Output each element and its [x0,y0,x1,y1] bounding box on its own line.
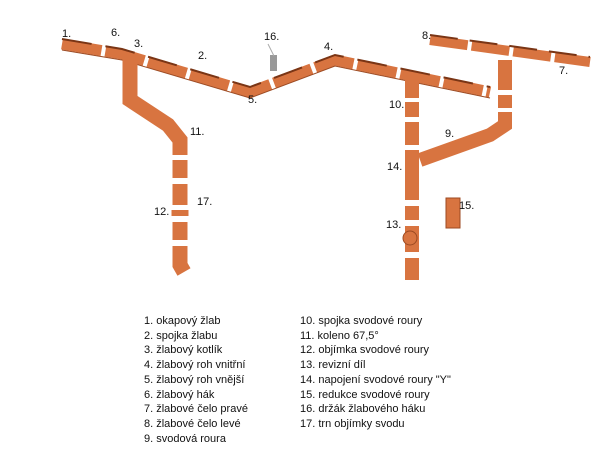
legend-item: 12. objímka svodové roury [300,344,430,357]
callout-7: 7. [559,65,569,77]
callout-13: 13. [386,219,402,231]
legend-item: 2. spojka žlabu [144,329,218,342]
hook-holder [270,55,277,71]
callout-3: 3. [134,38,144,50]
downpipe-left [122,58,191,276]
downpipe-reducer [445,197,461,229]
callout-9: 9. [445,128,455,140]
legend-item: 5. žlabový roh vnější [144,373,245,386]
callout-14: 14. [387,161,403,173]
callout-10: 10. [389,99,405,111]
legend-item: 17. trn objímky svodu [300,417,405,430]
callout-17: 17. [197,196,213,208]
legend-item: 4. žlabový roh vnitřní [144,359,246,372]
callout-12: 12. [154,206,170,218]
callout-11: 11. [190,126,205,138]
callout-8: 8. [422,30,432,42]
callout-2: 2. [198,50,208,62]
legend-item: 14. napojení svodové roury "Y" [300,373,451,386]
legend-item: 10. spojka svodové roury [300,315,423,327]
legend-item: 6. žlabový hák [144,388,215,401]
callout-1: 1. [62,28,72,40]
legend-item: 1. okapový žlab [144,315,221,327]
legend-item: 8. žlabové čelo levé [144,417,241,430]
legend-item: 9. svodová roura [144,432,226,445]
gutter-right-run [429,34,591,67]
gutter-left-run [61,38,492,99]
legend-item: 15. redukce svodové roury [300,388,430,401]
inspection-port [402,230,418,246]
callout-16: 16. [264,31,280,43]
callout-5: 5. [248,94,258,106]
legend-item: 7. žlabové čelo pravé [144,403,248,416]
legend-left: 1. okapový žlab 2. spojka žlabu 3. žlabo… [144,314,248,446]
legend-item: 11. koleno 67,5° [300,329,379,342]
gutter-system-diagram [61,34,591,280]
callout-4: 4. [324,41,334,53]
callout-6: 6. [111,27,121,39]
legend-item: 3. žlabový kotlík [144,344,223,357]
callout-15: 15. [459,200,475,212]
legend-item: 13. revizní díl [300,359,366,372]
legend-item: 16. držák žlabového háku [300,403,426,416]
downpipe-right [267,43,512,280]
legend-right: 10. spojka svodové roury 11. koleno 67,5… [300,314,451,432]
